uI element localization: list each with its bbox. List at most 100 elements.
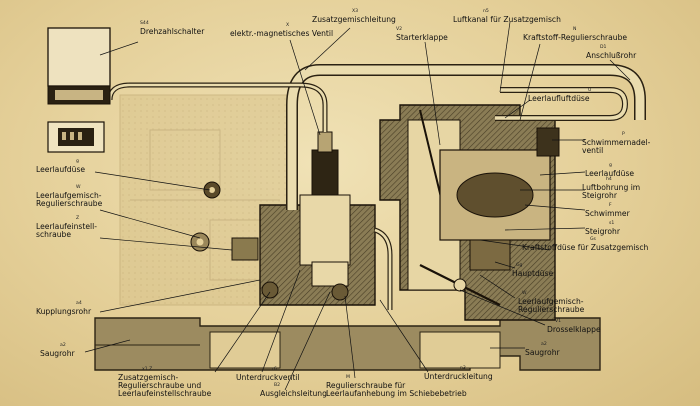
label-schwimmernadelventil: P Schwimmernadel- ventil xyxy=(582,132,651,155)
label-code: Gs xyxy=(590,237,596,242)
label-text-2: Regulierschraube xyxy=(518,304,585,314)
label-text-1: Luftbohrung im xyxy=(582,182,641,192)
label-text: Kraftstoffdüse für Zusatzgemisch xyxy=(522,242,649,252)
label-text-2: Regulierschraube und xyxy=(118,380,202,390)
label-kraftstoffduese: Gs Kraftstoffdüse für Zusatzgemisch xyxy=(522,237,649,252)
label-text-1: Leerlaufeinstell- xyxy=(36,221,97,231)
label-text-2: schraube xyxy=(36,229,72,239)
label-text-1: Leerlaufgemisch- xyxy=(36,190,102,200)
label-text: Schwimmer xyxy=(585,208,630,218)
label-text: Leerlaufdüse xyxy=(585,168,635,178)
label-text: Unterdruckleitung xyxy=(424,371,493,381)
label-code: W xyxy=(76,185,81,190)
label-code: n3 xyxy=(460,366,466,371)
label-leerlaufgemisch-right: W Leerlaufgemisch- Regulierschraube xyxy=(518,291,585,314)
label-code: D1 xyxy=(600,45,607,50)
label-code: x1 Z xyxy=(142,367,153,372)
leader-lines xyxy=(84,21,631,391)
label-kupplungsrohr: a4 Kupplungsrohr xyxy=(36,301,92,316)
label-text: Hauptdüse xyxy=(512,268,554,278)
label-text: Saugrohr xyxy=(40,348,75,358)
label-code: V2 xyxy=(396,27,403,32)
label-regulierschraube-leerlaufanhebung: M Regulierschraube für Leerlaufanhebung … xyxy=(326,375,467,398)
label-code: g xyxy=(76,159,79,164)
label-code: n5 xyxy=(483,9,489,14)
label-starterklappe: V2 Starterklappe xyxy=(396,27,448,42)
label-steigrohr: s1 Steigrohr xyxy=(585,221,620,236)
label-text-1: Zusatzgemisch- xyxy=(118,372,179,382)
label-zusatzgemischleitung: X3 Zusatzgemischleitung xyxy=(312,9,396,24)
label-code: a4 xyxy=(76,301,82,306)
label-code: X xyxy=(286,23,290,28)
label-leerlaufduese-right: g Leerlaufdüse xyxy=(585,163,635,178)
label-text-1: Regulierschraube für xyxy=(326,380,406,390)
label-leerlaufgemisch-left: W Leerlaufgemisch- Regulierschraube xyxy=(36,185,103,208)
label-unterdruckleitung: n3 Unterdruckleitung xyxy=(424,366,493,381)
label-saugrohr-right: a2 Saugrohr xyxy=(525,342,560,357)
label-text: elektr.-magnetisches Ventil xyxy=(230,28,334,38)
label-schwimmer: F Schwimmer xyxy=(585,203,630,218)
label-text-3: Leerlaufeinstellschraube xyxy=(118,388,212,398)
label-code: W xyxy=(522,291,527,296)
label-text-2: Regulierschraube xyxy=(36,198,103,208)
label-kraftstoff-regulierschraube: N Kraftstoff-Regulierschraube xyxy=(523,27,628,42)
label-text: Kraftstoff-Regulierschraube xyxy=(523,32,628,42)
label-text: Luftkanal für Zusatzgemisch xyxy=(453,14,561,24)
label-zusatzgemisch-regulierschraube: x1 Z Zusatzgemisch- Regulierschraube und… xyxy=(118,367,212,398)
label-text: Kupplungsrohr xyxy=(36,306,92,316)
label-code: h4 xyxy=(606,177,612,182)
label-text: Anschlußrohr xyxy=(586,50,637,60)
label-code: U xyxy=(588,88,592,93)
label-text: Leerlaufdüse xyxy=(36,164,86,174)
label-drehzahlschalter: S44 Drehzahlschalter xyxy=(140,21,205,36)
label-code: Gg xyxy=(516,263,523,268)
label-code: S44 xyxy=(140,21,149,26)
label-ausgleichsleitung: B2 Ausgleichsleitung xyxy=(260,383,327,398)
label-leerlaufluftduese: U Leerlaufluftdüse xyxy=(528,88,592,103)
label-text: Leerlaufluftdüse xyxy=(528,93,590,103)
label-text: Starterklappe xyxy=(396,32,448,42)
label-text-2: Steigrohr xyxy=(582,190,617,200)
label-text: Saugrohr xyxy=(525,347,560,357)
label-luftbohrung: h4 Luftbohrung im Steigrohr xyxy=(582,177,641,200)
label-ventil: X elektr.-magnetisches Ventil xyxy=(230,23,334,38)
label-text-1: Leerlaufgemisch- xyxy=(518,296,584,306)
label-saugrohr-left: a2 Saugrohr xyxy=(40,343,75,358)
label-anschlussrohr: D1 Anschlußrohr xyxy=(586,45,637,60)
engine-silhouette xyxy=(119,94,291,306)
label-code: r6 xyxy=(272,367,277,372)
drehzahlschalter-device xyxy=(47,27,111,153)
label-leerlaufeinstellschraube: Z Leerlaufeinstell- schraube xyxy=(36,216,97,239)
pipes xyxy=(107,64,646,310)
label-luftkanal: n5 Luftkanal für Zusatzgemisch xyxy=(453,9,561,24)
label-text: Ausgleichsleitung xyxy=(260,388,327,398)
carburetor-body xyxy=(379,104,560,321)
label-text-2: Leerlaufanhebung im Schiebebetrieb xyxy=(326,388,467,398)
label-code: Z xyxy=(76,216,80,221)
label-code: M xyxy=(346,375,350,380)
label-code: a2 xyxy=(541,342,547,347)
label-code: X3 xyxy=(352,9,359,14)
label-code: N xyxy=(573,27,577,32)
label-code: a2 xyxy=(60,343,66,348)
label-leerlaufduese-left: g Leerlaufdüse xyxy=(36,159,86,174)
label-text: Steigrohr xyxy=(585,226,620,236)
label-text: Drosselklappe xyxy=(547,324,601,334)
label-code: F xyxy=(609,203,612,208)
label-unterdruckventil: r6 Unterdruckventil xyxy=(236,367,300,382)
label-drosselklappe: V1 Drosselklappe xyxy=(547,319,601,334)
label-code: P xyxy=(622,132,625,137)
label-text: Unterdruckventil xyxy=(236,372,300,382)
valve-housing xyxy=(231,131,376,306)
label-text: Zusatzgemischleitung xyxy=(312,14,396,24)
label-code: s1 xyxy=(609,221,615,226)
label-code: g xyxy=(609,163,612,168)
label-text-2: ventil xyxy=(582,145,604,155)
label-text: Drehzahlschalter xyxy=(140,26,205,36)
label-hauptduese: Gg Hauptdüse xyxy=(512,263,554,278)
label-code: B2 xyxy=(274,383,281,388)
label-code: V1 xyxy=(555,319,562,324)
label-text-1: Schwimmernadel- xyxy=(582,137,651,147)
